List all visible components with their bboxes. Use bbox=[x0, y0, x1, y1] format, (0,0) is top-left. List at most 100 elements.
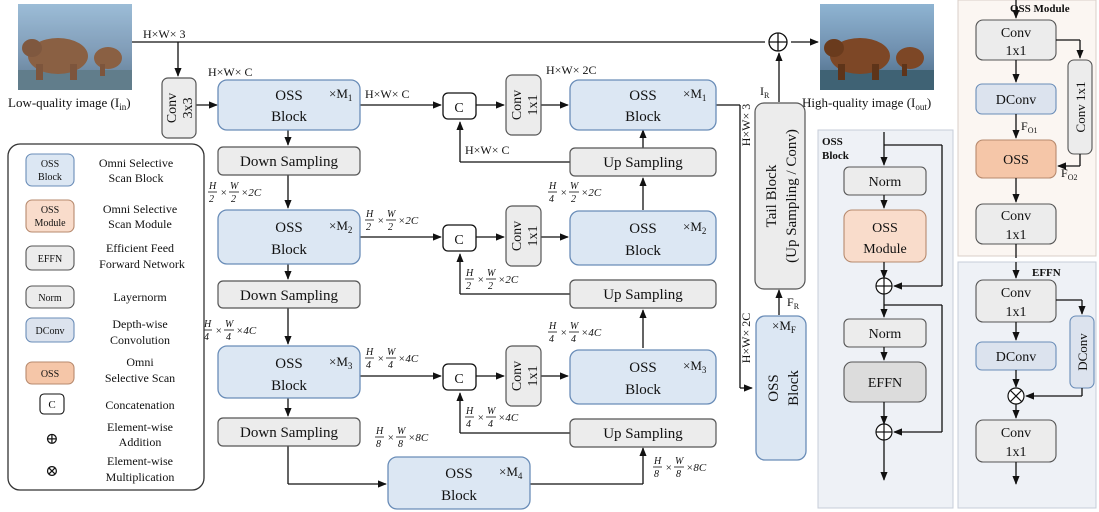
svg-text:Down Sampling: Down Sampling bbox=[240, 425, 338, 441]
svg-text:Block: Block bbox=[625, 243, 661, 259]
svg-text:Tail Block: Tail Block bbox=[764, 164, 780, 227]
svg-text:OSS Module: OSS Module bbox=[1010, 3, 1070, 15]
svg-text:Conv: Conv bbox=[510, 90, 525, 120]
svg-text:×: × bbox=[220, 187, 227, 199]
svg-text:×8C: ×8C bbox=[686, 462, 707, 474]
svg-text:×M3: ×M3 bbox=[329, 354, 353, 371]
svg-text:8: 8 bbox=[398, 439, 403, 450]
svg-text:H: H bbox=[548, 321, 557, 332]
svg-text:Forward Network: Forward Network bbox=[99, 257, 185, 271]
svg-text:Conv 1x1: Conv 1x1 bbox=[1073, 82, 1088, 133]
oss-block-decoder3: OSS Block ×M3 bbox=[569, 349, 717, 405]
svg-text:1x1: 1x1 bbox=[526, 366, 541, 387]
oss-block-level1: OSS Block ×M1 bbox=[217, 79, 361, 131]
svg-text:H: H bbox=[365, 347, 374, 358]
svg-text:W: W bbox=[487, 406, 497, 417]
svg-text:Down Sampling: Down Sampling bbox=[240, 154, 338, 170]
svg-text:H: H bbox=[203, 319, 212, 330]
legend-item-dconv: DConv Depth-wise Convolution bbox=[25, 317, 170, 347]
svg-text:×M2: ×M2 bbox=[329, 218, 352, 235]
svg-text:C: C bbox=[48, 399, 55, 411]
svg-text:2: 2 bbox=[209, 194, 214, 205]
svg-text:×MF: ×MF bbox=[772, 318, 796, 335]
legend-item-add: ⊕ Element-wise Addition bbox=[45, 420, 173, 449]
svg-text:×2C: ×2C bbox=[498, 274, 519, 286]
output-image-label: High-quality image (Iout) bbox=[802, 95, 931, 112]
svg-text:Depth-wise: Depth-wise bbox=[112, 317, 167, 331]
svg-text:OSS: OSS bbox=[275, 88, 303, 104]
svg-text:4: 4 bbox=[226, 332, 231, 343]
svg-text:8: 8 bbox=[654, 469, 659, 480]
svg-text:Addition: Addition bbox=[119, 435, 162, 449]
legend-item-oss-block: OSS Block Omni Selective Scan Block bbox=[25, 153, 173, 187]
svg-text:DConv: DConv bbox=[996, 93, 1036, 108]
svg-text:2: 2 bbox=[571, 194, 576, 205]
svg-text:×M1: ×M1 bbox=[329, 86, 352, 103]
concat-1: C bbox=[442, 92, 477, 120]
svg-text:Block: Block bbox=[441, 488, 477, 504]
svg-text:DConv: DConv bbox=[996, 350, 1036, 365]
svg-text:H×W× C: H×W× C bbox=[208, 65, 253, 79]
oss-module-panel: OSS Module Conv 1x1 Conv 1x1 DConv FO1 O… bbox=[957, 0, 1097, 258]
svg-text:C: C bbox=[454, 233, 463, 248]
svg-text:8: 8 bbox=[376, 439, 381, 450]
svg-text:Multiplication: Multiplication bbox=[106, 470, 175, 484]
svg-text:×: × bbox=[477, 274, 484, 286]
svg-text:H: H bbox=[548, 181, 557, 192]
fraction-labels: H 2 × W 2 ×2C H 2 × W 2 ×2C H 4 × W bbox=[203, 181, 707, 480]
svg-text:(Up Sampling / Conv): (Up Sampling / Conv) bbox=[784, 129, 800, 263]
up-sampling-3: Up Sampling bbox=[569, 418, 717, 448]
legend-item-norm: Norm Layernorm bbox=[25, 285, 167, 309]
svg-text:H: H bbox=[653, 456, 662, 467]
svg-text:Up Sampling: Up Sampling bbox=[603, 287, 683, 303]
svg-text:Efficient Feed: Efficient Feed bbox=[106, 241, 174, 255]
svg-text:H: H bbox=[375, 426, 384, 437]
up-sampling-1: Up Sampling bbox=[569, 147, 717, 177]
conv1x1-level3: Conv 1x1 bbox=[505, 345, 542, 407]
connections bbox=[132, 38, 819, 488]
svg-text:Layernorm: Layernorm bbox=[113, 290, 167, 304]
svg-text:×: × bbox=[377, 215, 384, 227]
svg-text:Conv: Conv bbox=[1001, 209, 1031, 224]
svg-text:Omni: Omni bbox=[126, 355, 154, 369]
svg-text:H×W× 2C: H×W× 2C bbox=[739, 313, 753, 364]
svg-text:×4C: ×4C bbox=[236, 325, 257, 337]
add-icon bbox=[875, 277, 893, 295]
svg-text:×2C: ×2C bbox=[398, 215, 419, 227]
svg-text:⊕: ⊕ bbox=[45, 431, 58, 448]
svg-text:H×W× 2C: H×W× 2C bbox=[546, 63, 597, 77]
svg-text:4: 4 bbox=[466, 419, 471, 430]
svg-text:W: W bbox=[397, 426, 407, 437]
svg-text:H: H bbox=[365, 209, 374, 220]
svg-text:Selective Scan: Selective Scan bbox=[105, 371, 175, 385]
svg-text:Module: Module bbox=[34, 218, 66, 229]
svg-text:×: × bbox=[560, 187, 567, 199]
svg-text:H×W× C: H×W× C bbox=[365, 87, 410, 101]
svg-text:4: 4 bbox=[549, 194, 554, 205]
oss-block-decoder1: OSS Block ×M1 bbox=[569, 79, 717, 131]
svg-text:Block: Block bbox=[625, 109, 661, 125]
svg-text:×: × bbox=[665, 462, 672, 474]
svg-text:Conv: Conv bbox=[510, 221, 525, 251]
oss-block-detail-panel: OSS Block Norm OSS Module Norm EFFN bbox=[817, 129, 954, 509]
concat-3: C bbox=[442, 363, 477, 391]
svg-text:OSS: OSS bbox=[629, 88, 657, 104]
svg-text:EFFN: EFFN bbox=[868, 376, 902, 391]
svg-text:W: W bbox=[225, 319, 235, 330]
legend-item-effn: EFFN Efficient Feed Forward Network bbox=[25, 241, 185, 271]
svg-text:OSS: OSS bbox=[629, 221, 657, 237]
svg-text:OSS: OSS bbox=[41, 159, 59, 170]
svg-text:1x1: 1x1 bbox=[1006, 305, 1027, 320]
oss-block-level4: OSS Block ×M4 bbox=[387, 456, 531, 510]
svg-text:4: 4 bbox=[204, 332, 209, 343]
svg-text:×: × bbox=[560, 327, 567, 339]
add-icon bbox=[875, 423, 893, 441]
oss-block-level3: OSS Block ×M3 bbox=[217, 345, 361, 399]
svg-text:2: 2 bbox=[388, 222, 393, 233]
svg-text:4: 4 bbox=[571, 334, 576, 345]
oss-block-final: OSS Block ×MF bbox=[755, 315, 807, 461]
svg-text:Omni Selective: Omni Selective bbox=[103, 202, 177, 216]
svg-text:×: × bbox=[215, 325, 222, 337]
svg-text:Up Sampling: Up Sampling bbox=[603, 155, 683, 171]
tail-block: Tail Block (Up Sampling / Conv) bbox=[754, 102, 806, 290]
